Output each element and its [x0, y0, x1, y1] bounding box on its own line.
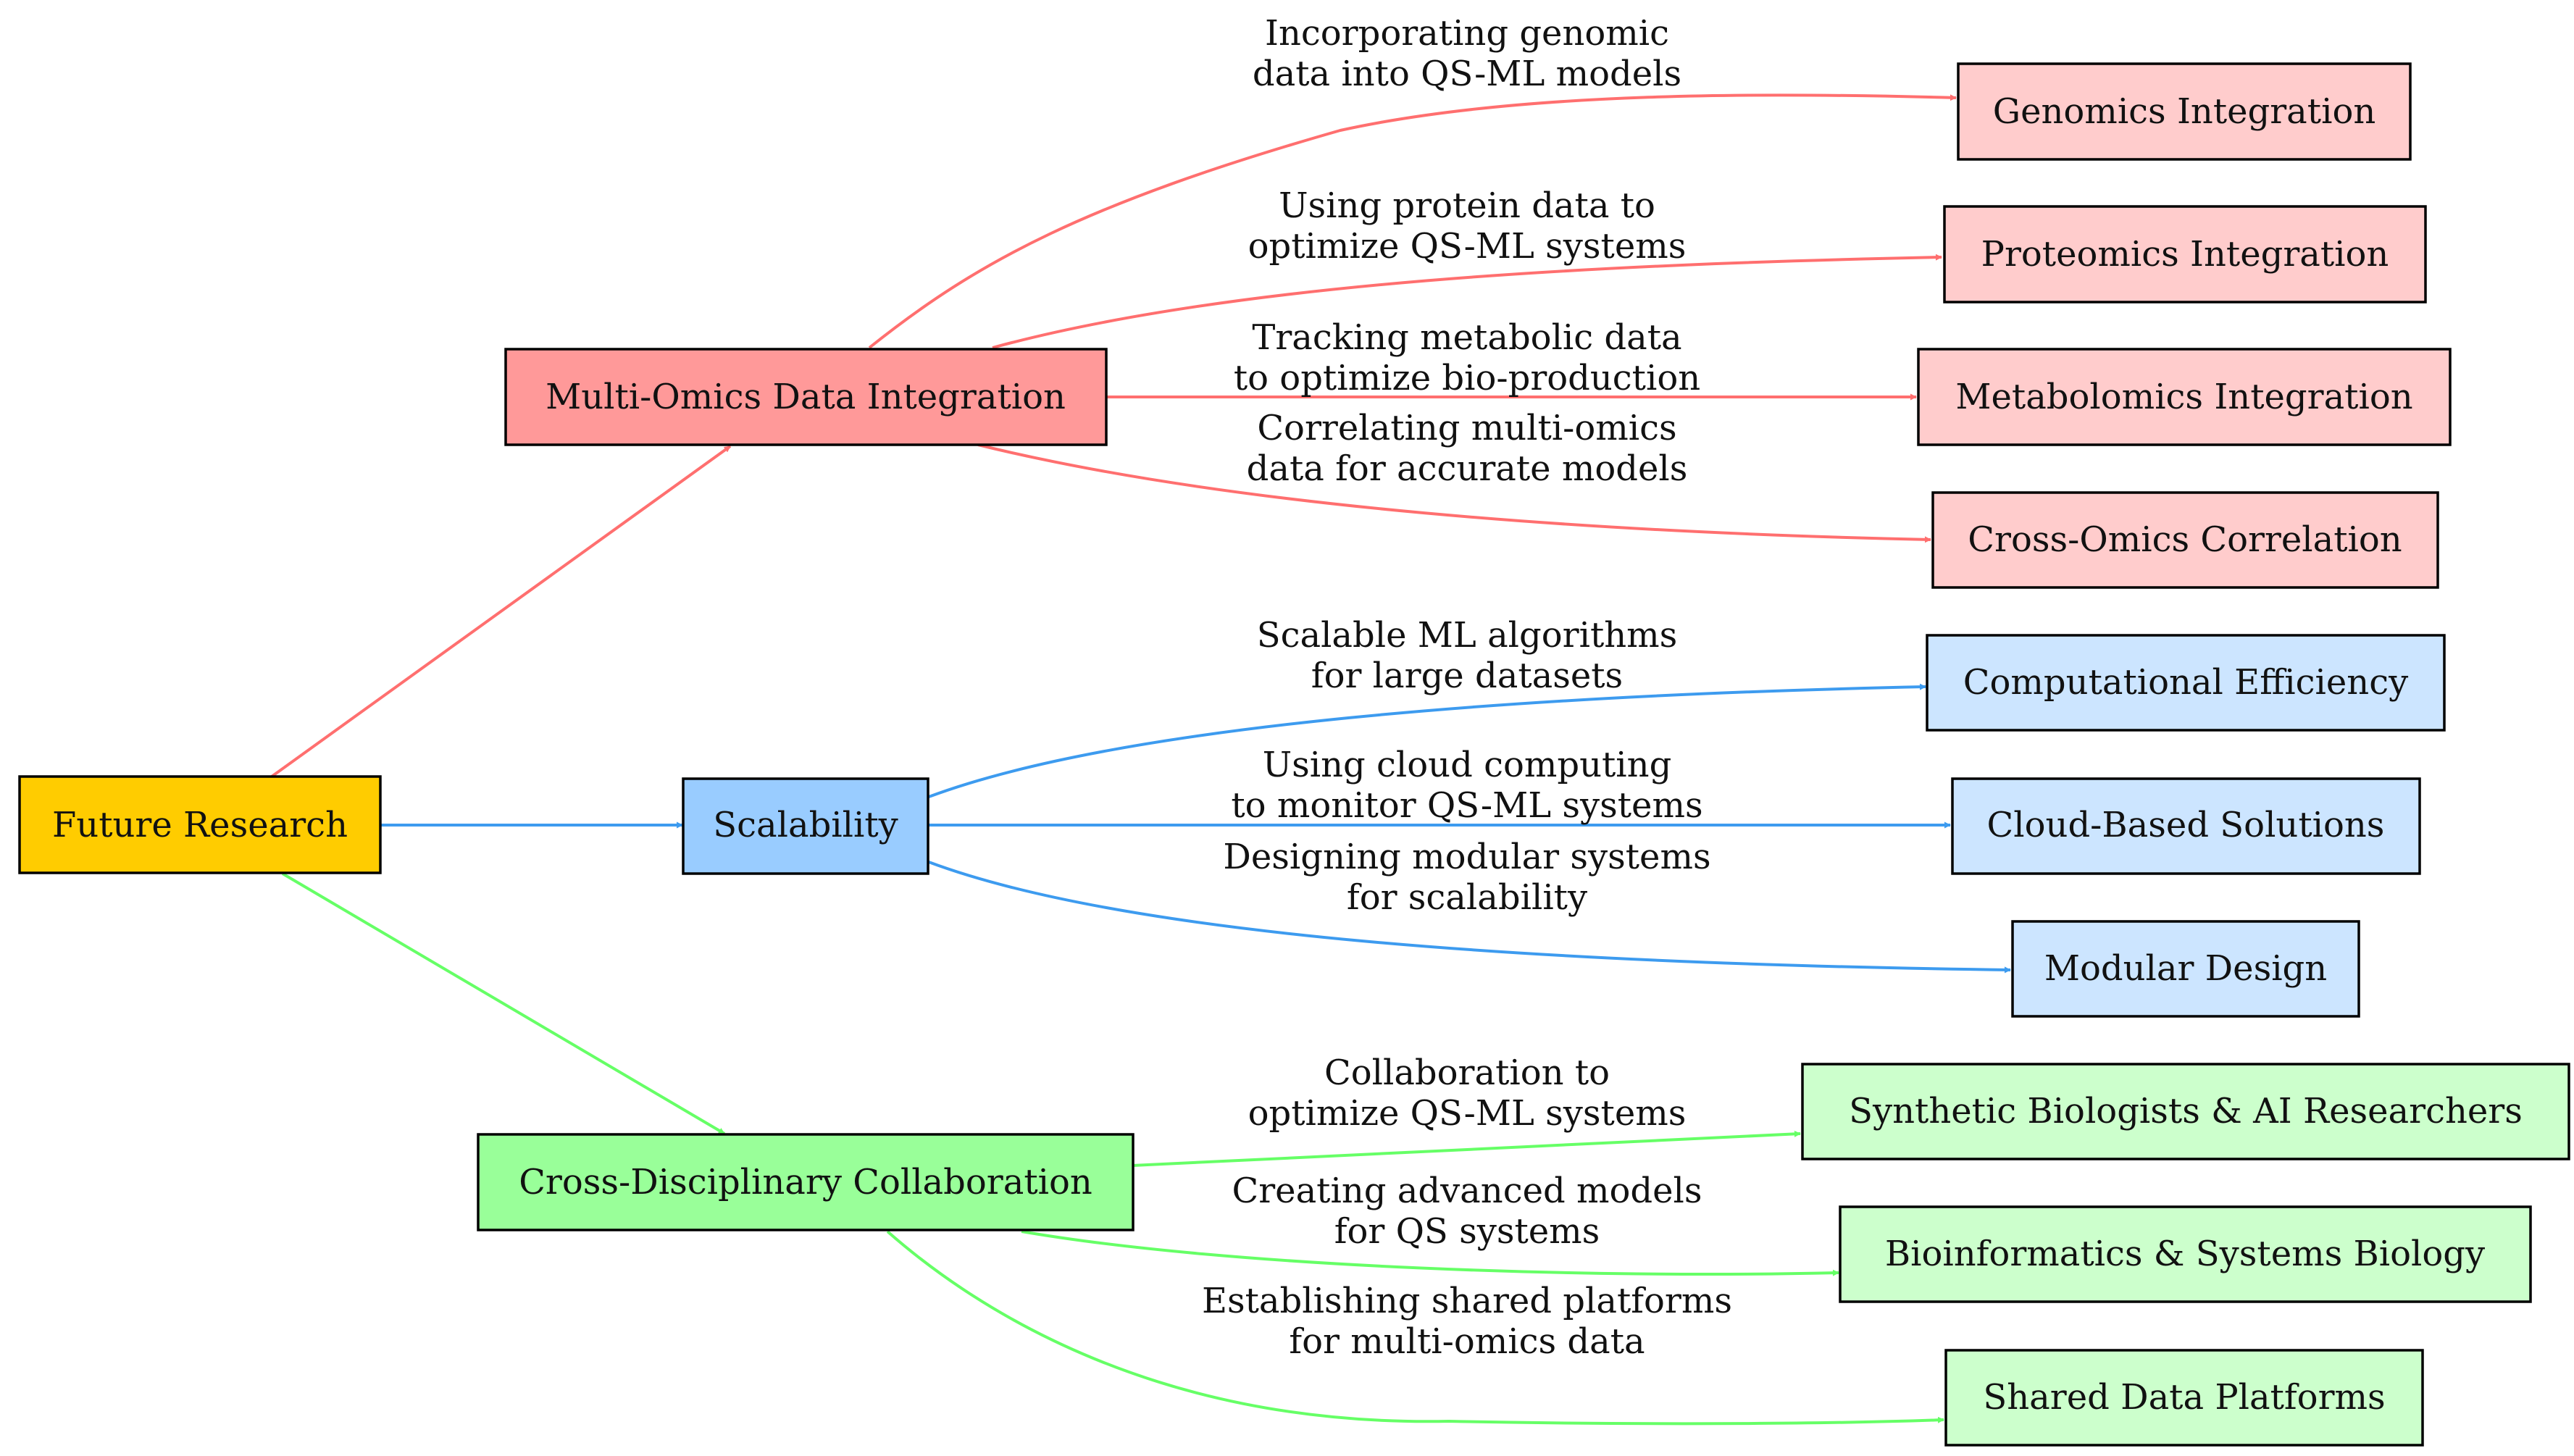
edge-root-to-multiomics [270, 445, 732, 778]
node-label-synbio: Synthetic Biologists & AI Researchers [1849, 1091, 2523, 1131]
edge-crossdisc-to-bioinfo [1021, 1230, 1839, 1276]
node-shared-data-platforms[interactable]: Shared Data Platforms [1944, 1349, 2424, 1447]
node-scalability[interactable]: Scalability [682, 777, 929, 875]
node-synthetic-biologists-ai-researchers[interactable]: Synthetic Biologists & AI Researchers [1801, 1063, 2570, 1160]
node-label-multi-omics: Multi-Omics Data Integration [546, 377, 1066, 417]
edge-label-modular-2: for scalability [1347, 877, 1587, 918]
node-modular-design[interactable]: Modular Design [2011, 920, 2360, 1018]
node-label-modular: Modular Design [2044, 948, 2327, 989]
node-label-metabolomics: Metabolomics Integration [1955, 377, 2412, 417]
node-computational-efficiency[interactable]: Computational Efficiency [1926, 634, 2446, 732]
edge-label-genomics-1: Incorporating genomic [1265, 13, 1669, 54]
node-label-cross-disciplinary: Cross-Disciplinary Collaboration [519, 1162, 1092, 1202]
edge-label-proteomics-2: optimize QS-ML systems [1248, 226, 1687, 267]
node-multi-omics-data-integration[interactable]: Multi-Omics Data Integration [504, 348, 1108, 446]
edge-multiomics-to-crossomics [977, 443, 1931, 543]
edge-label-synbio-2: optimize QS-ML systems [1248, 1093, 1687, 1134]
edge-label-modular-1: Designing modular systems [1223, 837, 1710, 877]
node-bioinformatics-systems-biology[interactable]: Bioinformatics & Systems Biology [1839, 1205, 2532, 1303]
edge-crossdisc-to-synbio [1132, 1130, 1801, 1167]
node-label-genomics: Genomics Integration [1993, 91, 2376, 132]
edge-label-shared-1: Establishing shared platforms [1202, 1281, 1732, 1321]
node-label-scalability: Scalability [713, 805, 898, 845]
nodes-layer: Future Research Multi-Omics Data Integra… [18, 62, 2570, 1447]
node-cross-omics-correlation[interactable]: Cross-Omics Correlation [1931, 491, 2439, 589]
edge-label-cloud-2: to monitor QS-ML systems [1231, 785, 1702, 826]
edge-label-cloud-1: Using cloud computing [1263, 745, 1672, 785]
edge-label-crossomics-2: data for accurate models [1247, 448, 1688, 489]
edge-multiomics-to-proteomics [992, 254, 1942, 349]
edge-label-bioinfo-1: Creating advanced models [1232, 1171, 1702, 1211]
edge-crossdisc-to-shared [886, 1230, 1944, 1426]
edge-multiomics-to-genomics [868, 93, 1957, 349]
edge-labels-layer: Incorporating genomic data into QS-ML mo… [1202, 13, 1732, 1362]
edge-label-bioinfo-2: for QS systems [1334, 1211, 1600, 1252]
edge-scalability-to-modular [928, 861, 2011, 974]
node-label-future-research: Future Research [52, 805, 348, 845]
node-genomics-integration[interactable]: Genomics Integration [1957, 62, 2412, 161]
edge-label-proteomics-1: Using protein data to [1279, 185, 1655, 226]
node-label-computational: Computational Efficiency [1963, 662, 2408, 703]
edge-label-genomics-2: data into QS-ML models [1253, 54, 1681, 94]
node-label-bioinfo: Bioinformatics & Systems Biology [1885, 1234, 2485, 1274]
node-label-cloud: Cloud-Based Solutions [1987, 805, 2385, 845]
edge-label-computational-1: Scalable ML algorithms [1257, 615, 1678, 656]
edge-label-metabolomics-1: Tracking metabolic data [1252, 317, 1681, 358]
node-cross-disciplinary-collaboration[interactable]: Cross-Disciplinary Collaboration [477, 1133, 1135, 1231]
node-future-research[interactable]: Future Research [18, 775, 382, 874]
edge-scalability-to-computational [928, 683, 1926, 798]
edge-label-shared-2: for multi-omics data [1289, 1321, 1645, 1362]
node-label-proteomics: Proteomics Integration [1981, 234, 2389, 275]
edge-label-synbio-1: Collaboration to [1324, 1053, 1610, 1093]
node-proteomics-integration[interactable]: Proteomics Integration [1943, 205, 2427, 304]
edge-label-metabolomics-2: to optimize bio-production [1234, 358, 1700, 398]
edge-label-computational-2: for large datasets [1311, 656, 1623, 696]
node-metabolomics-integration[interactable]: Metabolomics Integration [1917, 348, 2452, 446]
edge-label-crossomics-1: Correlating multi-omics [1257, 408, 1676, 448]
node-cloud-based-solutions[interactable]: Cloud-Based Solutions [1951, 777, 2421, 875]
node-label-shared: Shared Data Platforms [1983, 1377, 2385, 1418]
node-label-cross-omics: Cross-Omics Correlation [1968, 519, 2402, 560]
edge-root-to-crossdisc [281, 872, 726, 1135]
edges-layer [270, 93, 2011, 1426]
